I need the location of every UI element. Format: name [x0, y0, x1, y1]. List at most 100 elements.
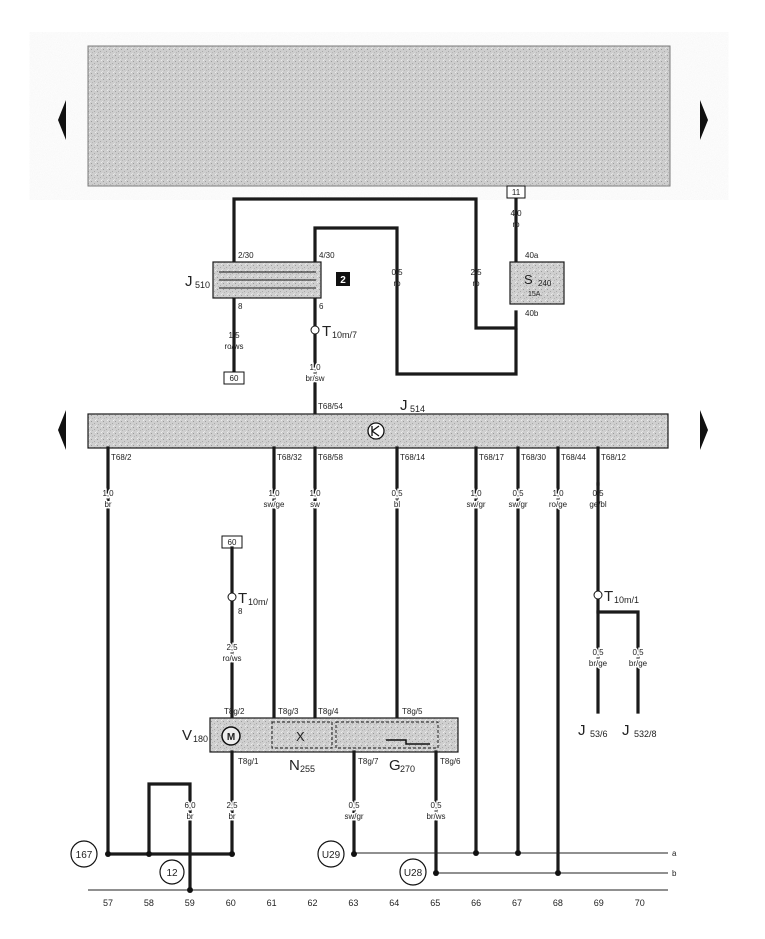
spec-top-right-gauge: 4,0: [510, 209, 522, 218]
ref-j532-name: J: [622, 722, 630, 739]
fuse-sub: 240: [538, 279, 552, 288]
v180-sub: 180: [193, 734, 208, 744]
connection-u29-label: U29: [322, 850, 341, 861]
j510-pin-out: 8: [238, 302, 243, 311]
j514-symbol-icon: [367, 422, 385, 440]
connector-t10m8-icon: [227, 592, 237, 602]
pin-t8g7: T8g/7: [358, 757, 379, 766]
arrow-left-mid-icon[interactable]: [58, 410, 66, 450]
pin-t8g2: T8g/2: [224, 707, 245, 716]
track-number: 64: [389, 898, 399, 908]
terminal-11-label: 11: [512, 188, 521, 197]
t10m8-label: T: [238, 590, 247, 607]
ground-point-12-label: 12: [166, 868, 178, 879]
fuse-s240-box: [509, 261, 565, 305]
fuse-rating: 15A: [528, 291, 541, 298]
spec-w25ro-gauge: 2,5: [470, 268, 482, 277]
arrow-right-top-icon[interactable]: [700, 100, 708, 140]
j514-wire-gauge: 1,0: [309, 489, 321, 498]
j514-wire-color: sw/gr: [466, 500, 485, 509]
j514-wire-gauge: 0,5: [391, 489, 403, 498]
track-number: 57: [103, 898, 113, 908]
track-number: 61: [267, 898, 277, 908]
relay-badge: 2: [340, 275, 346, 286]
t10m7-label: T: [322, 323, 331, 340]
fuse-pin-out: 40b: [525, 309, 539, 318]
j514-pin-label: T68/44: [561, 453, 586, 462]
terminal-11-box: [506, 185, 526, 199]
t10m7-sub: 10m/7: [332, 330, 357, 340]
track-number: 70: [635, 898, 645, 908]
track-number: 65: [430, 898, 440, 908]
j514-wire-color: sw/gr: [508, 500, 527, 509]
track-number: 68: [553, 898, 563, 908]
spec-w05brws-gauge: 0,5: [430, 801, 442, 810]
track-number: 69: [594, 898, 604, 908]
wire-j510-loop: [232, 197, 518, 330]
connection-u29: [317, 840, 345, 868]
motor-v180-icon: [221, 726, 241, 746]
spec-top-right-color: ro: [512, 220, 520, 229]
bus-label-b: b: [672, 869, 677, 878]
j514-sub: 514: [410, 404, 425, 414]
spec-w05brws-color: br/ws: [426, 812, 445, 821]
terminal-60-lower-label: 60: [228, 538, 237, 547]
spec-j53-color: br/ge: [589, 659, 608, 668]
j514-pin-label: T68/12: [601, 453, 626, 462]
terminal-60-upper-label: 60: [230, 374, 239, 383]
j510-pin-in: 2/30: [238, 251, 254, 260]
connection-u28: [399, 858, 427, 886]
ref-j53-name: J: [578, 722, 586, 739]
j514-pin-label: T68/32: [277, 453, 302, 462]
track-number: 60: [226, 898, 236, 908]
ground-point-167: [70, 840, 98, 868]
t10m8-sub2: 8: [238, 607, 243, 616]
motor-letter: M: [227, 732, 235, 743]
pin-t8g5: T8g/5: [402, 707, 423, 716]
pin-t8g1: T8g/1: [238, 757, 259, 766]
g270-sub: 270: [400, 764, 415, 774]
n255-x-marker: X: [296, 729, 305, 744]
j514-pin-label: T68/14: [400, 453, 425, 462]
j514-wire-gauge: 0,5: [512, 489, 524, 498]
fuse-name: S: [524, 272, 533, 287]
spec-v25-color: ro/ws: [222, 654, 241, 663]
arrow-right-mid-icon[interactable]: [700, 410, 708, 450]
pin-t8g3: T8g/3: [278, 707, 299, 716]
connector-t10m1-icon: [593, 590, 603, 600]
arrow-left-top-icon[interactable]: [58, 100, 66, 140]
j514-wire-gauge: 1,0: [470, 489, 482, 498]
pin-t8g6: T8g/6: [440, 757, 461, 766]
spec-w05swgr-gauge: 0,5: [348, 801, 360, 810]
track-number: 63: [348, 898, 358, 908]
j514-wire-color: bl: [394, 500, 400, 509]
j514-wire-color: sw/ge: [264, 500, 285, 509]
j514-wire-color: sw: [310, 500, 320, 509]
j514-pin-label: T68/17: [479, 453, 504, 462]
spec-j532-gauge: 0,5: [632, 648, 644, 657]
ref-j532-sub: 532/8: [634, 729, 657, 739]
terminal-60-upper-box: [223, 371, 245, 385]
spec-w60br-gauge: 6,0: [184, 801, 196, 810]
track-number: 62: [307, 898, 317, 908]
ground-point-167-label: 167: [76, 850, 93, 861]
j514-wire-color: ro/ge: [549, 500, 568, 509]
j514-wire-gauge: 1,0: [552, 489, 564, 498]
spec-w05ro-color: ro: [393, 279, 401, 288]
spec-w25ro-color: ro: [472, 279, 480, 288]
spec-j53-gauge: 0,5: [592, 648, 604, 657]
connection-u28-label: U28: [404, 868, 423, 879]
fuse-pin-in: 40a: [525, 251, 539, 260]
j510-name: J: [185, 273, 193, 290]
t10m1-sub: 10m/1: [614, 595, 639, 605]
module-v180-n255-g270: [209, 717, 459, 753]
track-number: 58: [144, 898, 154, 908]
spec-j532-color: br/ge: [629, 659, 648, 668]
j514-output-wires: T68/21,0brT68/321,0sw/geT68/581,0swT68/1…: [101, 446, 626, 875]
spec-w10brsw-gauge: 1,0: [309, 363, 321, 372]
wire-relay-loop: [313, 226, 518, 376]
j514-pin-label: T68/58: [318, 453, 343, 462]
v180-name: V: [182, 727, 192, 744]
